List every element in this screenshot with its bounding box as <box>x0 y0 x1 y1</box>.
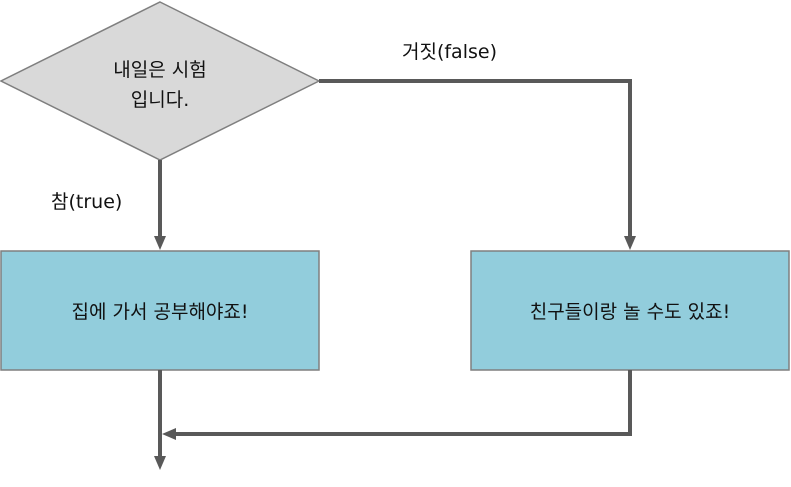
process-node-false: 친구들이랑 놀 수도 있죠! <box>470 250 790 371</box>
process-node-true: 집에 가서 공부해야죠! <box>0 250 320 371</box>
decision-text-line1: 내일은 시험 <box>113 59 206 81</box>
arrowhead-merge <box>162 428 176 440</box>
connector-true <box>154 160 166 250</box>
connector-false <box>319 79 636 250</box>
arrowhead-false <box>624 236 636 250</box>
process-text-true: 집에 가서 공부해야죠! <box>71 301 248 323</box>
arrowhead-true <box>154 236 166 250</box>
branch-label-true: 참(true) <box>51 191 122 213</box>
decision-diamond <box>0 1 321 161</box>
connector-merge <box>154 370 632 470</box>
branch-label-false: 거짓(false) <box>402 41 497 63</box>
process-text-false: 친구들이랑 놀 수도 있죠! <box>530 301 731 323</box>
connector-false-line <box>319 79 632 238</box>
decision-node: 내일은 시험 입니다. <box>0 1 321 161</box>
arrowhead-exit <box>154 456 166 470</box>
decision-text-line2: 입니다. <box>131 89 189 111</box>
connector-false-return <box>174 370 632 436</box>
process-box-false <box>470 250 790 371</box>
